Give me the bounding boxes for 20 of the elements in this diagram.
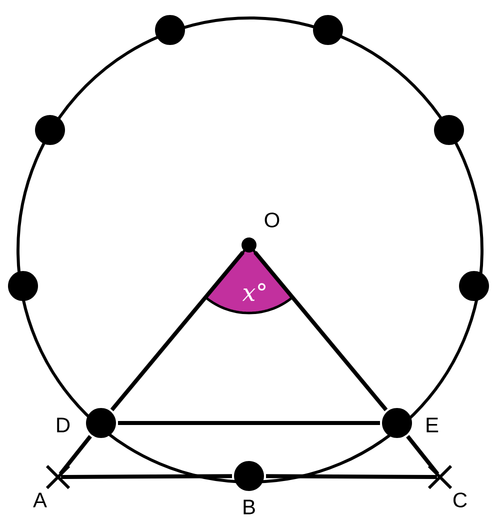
angle-label: x° <box>242 283 266 301</box>
line-segment <box>58 435 92 476</box>
point-label: C <box>454 492 467 508</box>
point-dot <box>155 15 185 45</box>
line-segment <box>406 435 440 476</box>
point-label: A <box>33 492 47 508</box>
line-segment <box>110 251 244 412</box>
point-label: O <box>264 212 280 228</box>
point-label: E <box>426 418 438 432</box>
line-segment <box>118 421 380 425</box>
point-dot <box>313 15 343 45</box>
line-segment <box>266 474 438 479</box>
line-segment <box>254 251 388 412</box>
point-dot <box>434 115 464 145</box>
point-dot <box>35 115 65 145</box>
point-label: D <box>57 418 70 432</box>
point-dot <box>459 271 489 301</box>
line-segment <box>60 474 232 479</box>
point-dot <box>8 271 38 301</box>
point-label: B <box>244 500 255 514</box>
